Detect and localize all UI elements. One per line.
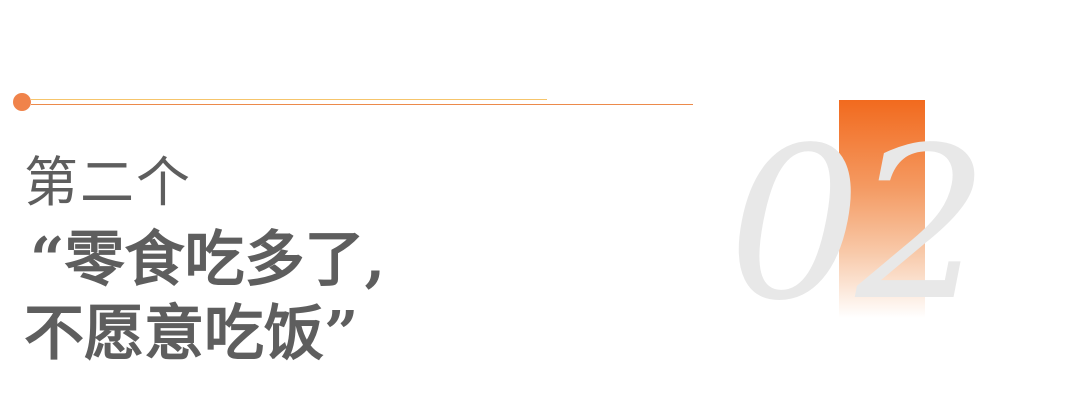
heading-line-3: 不愿意吃饭” — [24, 299, 359, 369]
section-number: 02 — [728, 102, 989, 347]
section-number-block: 02 — [720, 100, 989, 330]
heading-line-1: 第二个 — [24, 151, 192, 214]
accent-dot — [13, 93, 31, 111]
number-gradient-bar — [839, 100, 925, 318]
heading-line-2: “零食吃多了, — [30, 225, 386, 295]
divider-line-lower — [31, 104, 693, 105]
section-heading: 第二个 “零食吃多了, 不愿意吃饭” — [24, 150, 386, 369]
divider-line-upper — [31, 99, 547, 100]
